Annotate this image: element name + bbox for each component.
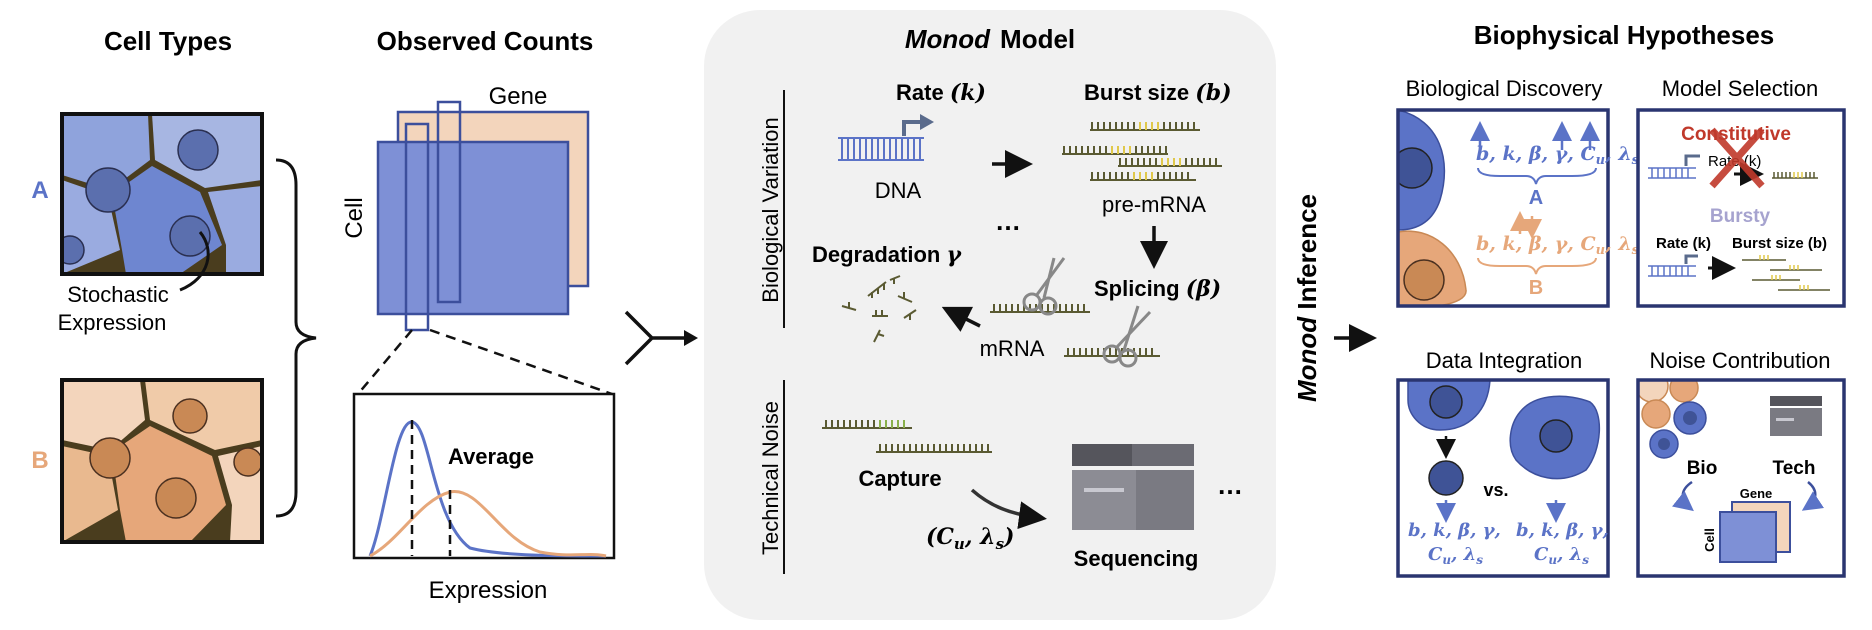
- stochastic-pointer: [179, 231, 210, 292]
- capture-to-sequencing-arrow: [970, 488, 1047, 530]
- hypotheses-title: Biophysical Hypotheses: [1474, 20, 1775, 50]
- data-integration-title: Data Integration: [1426, 348, 1583, 373]
- stochastic-label-line2: Expression: [58, 310, 167, 335]
- data-integration-frame: [1396, 378, 1610, 578]
- cell-type-a-frame: [60, 112, 264, 276]
- cell-type-a-tissue: [62, 114, 262, 274]
- splicing-label: Splicing (β): [1094, 276, 1221, 302]
- noise-cell-label: Cell: [1702, 528, 1717, 552]
- burst-size-label: Burst size (b): [1084, 80, 1231, 106]
- promoter-arrow: [902, 120, 922, 136]
- noise-count-matrix: [1719, 501, 1791, 563]
- bursty-label: Bursty: [1710, 206, 1771, 227]
- bio-discovery-up-arrows: [1470, 121, 1600, 150]
- cell-types-title: Cell Types: [104, 26, 232, 56]
- bursty-promoter-arrow: [1684, 254, 1698, 264]
- tech-ellipsis: …: [1217, 470, 1243, 500]
- gene-axis-label: Gene: [489, 83, 548, 110]
- dna-label: DNA: [875, 178, 922, 203]
- bursty-rate-label: Rate (k): [1656, 235, 1711, 252]
- cell-axis-label: Cell: [341, 197, 368, 238]
- expression-axis-label: Expression: [429, 577, 548, 604]
- data-integration-cells: [1407, 380, 1601, 480]
- constitutive-product: [1772, 172, 1818, 179]
- degraded-fragments: [841, 275, 917, 343]
- bio-discovery-label-a: A: [1529, 187, 1543, 209]
- degradation-label: Degradation γ: [812, 242, 962, 268]
- distribution-plot: [352, 392, 616, 560]
- noise-bio-label: Bio: [1687, 458, 1718, 479]
- bio-discovery-title: Biological Discovery: [1406, 76, 1603, 101]
- bio-discovery-params-b: b, k, β, γ, Cu, λs: [1476, 233, 1640, 258]
- distribution-curve-b: [369, 490, 607, 558]
- noise-gene-label: Gene: [1740, 486, 1773, 501]
- rate-label: Rate (k): [896, 80, 986, 106]
- degradation-arrow: [941, 306, 981, 332]
- reject-cross-icon: [1709, 127, 1765, 189]
- bio-discovery-brace-b: [1477, 257, 1597, 275]
- bio-discovery-params-a: b, k, β, γ, Cu, λs: [1476, 143, 1640, 168]
- data-integration-params-right-2: Cu, λs: [1534, 544, 1589, 567]
- capture-label: Capture: [858, 466, 941, 491]
- model-selection-title: Model Selection: [1662, 76, 1819, 101]
- cell-type-b-frame: [60, 378, 264, 544]
- data-integration-params-left-2: Cu, λs: [1428, 544, 1483, 567]
- noise-sequencer-icon: [1770, 396, 1822, 436]
- cell-type-a-label: A: [31, 177, 48, 204]
- distribution-curve-a: [368, 420, 607, 558]
- pre-mrna-burst: [1062, 122, 1222, 181]
- promoter-arrow-head: [920, 114, 934, 130]
- scissors-icon-2: [1102, 305, 1152, 368]
- data-integration-params-right-1: b, k, β, γ,: [1516, 520, 1609, 541]
- bio-variation-label: Biological Variation: [758, 117, 783, 302]
- dna-strand: [838, 137, 924, 161]
- cell-types-brace: [275, 158, 317, 518]
- bio-discovery-updown-arrows: [1510, 211, 1542, 239]
- bursty-burst-label: Burst size (b): [1732, 235, 1827, 252]
- observed-counts-title: Observed Counts: [377, 26, 594, 56]
- stochastic-label-line1: Stochastic: [67, 282, 169, 307]
- constitutive-dna: [1648, 167, 1696, 179]
- merge-arrow-head: [684, 330, 698, 346]
- data-integration-nucleus: [1428, 460, 1464, 496]
- count-matrix-stack: [376, 100, 590, 332]
- scissors-icon: [1022, 257, 1066, 316]
- cell-type-b-tissue: [62, 380, 262, 542]
- noise-tech-arrow: [1801, 481, 1825, 511]
- merge-arrow: [624, 310, 686, 366]
- monod-inference-label: Monod Inference: [1292, 194, 1322, 402]
- bursty-dna: [1648, 265, 1696, 277]
- constitutive-label: Constitutive: [1681, 124, 1791, 145]
- bio-discovery-cells: [1398, 110, 1467, 306]
- noise-tech-label: Tech: [1773, 458, 1816, 479]
- bio-discovery-brace-a: [1477, 167, 1597, 185]
- tech-noise-label: Technical Noise: [758, 401, 783, 555]
- bio-discovery-frame: [1396, 108, 1610, 308]
- bio-discovery-label-b: B: [1529, 277, 1543, 299]
- mrna-label: mRNA: [980, 336, 1045, 361]
- model-selection-frame: [1636, 108, 1846, 308]
- pre-mrna-label: pre-mRNA: [1102, 192, 1206, 217]
- sequencer-icon: [1072, 444, 1194, 530]
- noise-cells-cluster: [1638, 380, 1707, 459]
- capture-params: (Cu, λs): [926, 524, 1014, 553]
- vs-label: vs.: [1483, 480, 1508, 500]
- zoom-line-right: [429, 328, 613, 396]
- cell-type-b-label: B: [31, 447, 48, 474]
- model-ellipsis: …: [995, 206, 1021, 236]
- bursty-products: [1742, 255, 1830, 291]
- noise-contribution-title: Noise Contribution: [1650, 348, 1831, 373]
- noise-contribution-frame: [1636, 378, 1846, 578]
- sequencing-label: Sequencing: [1074, 546, 1199, 571]
- noise-bio-arrow: [1672, 480, 1694, 512]
- constitutive-promoter-arrow: [1684, 154, 1700, 166]
- capture-strands: [822, 420, 992, 453]
- data-integration-params-left-1: b, k, β, γ,: [1408, 520, 1501, 541]
- average-label: Average: [448, 444, 534, 469]
- zoom-line-left: [357, 329, 413, 395]
